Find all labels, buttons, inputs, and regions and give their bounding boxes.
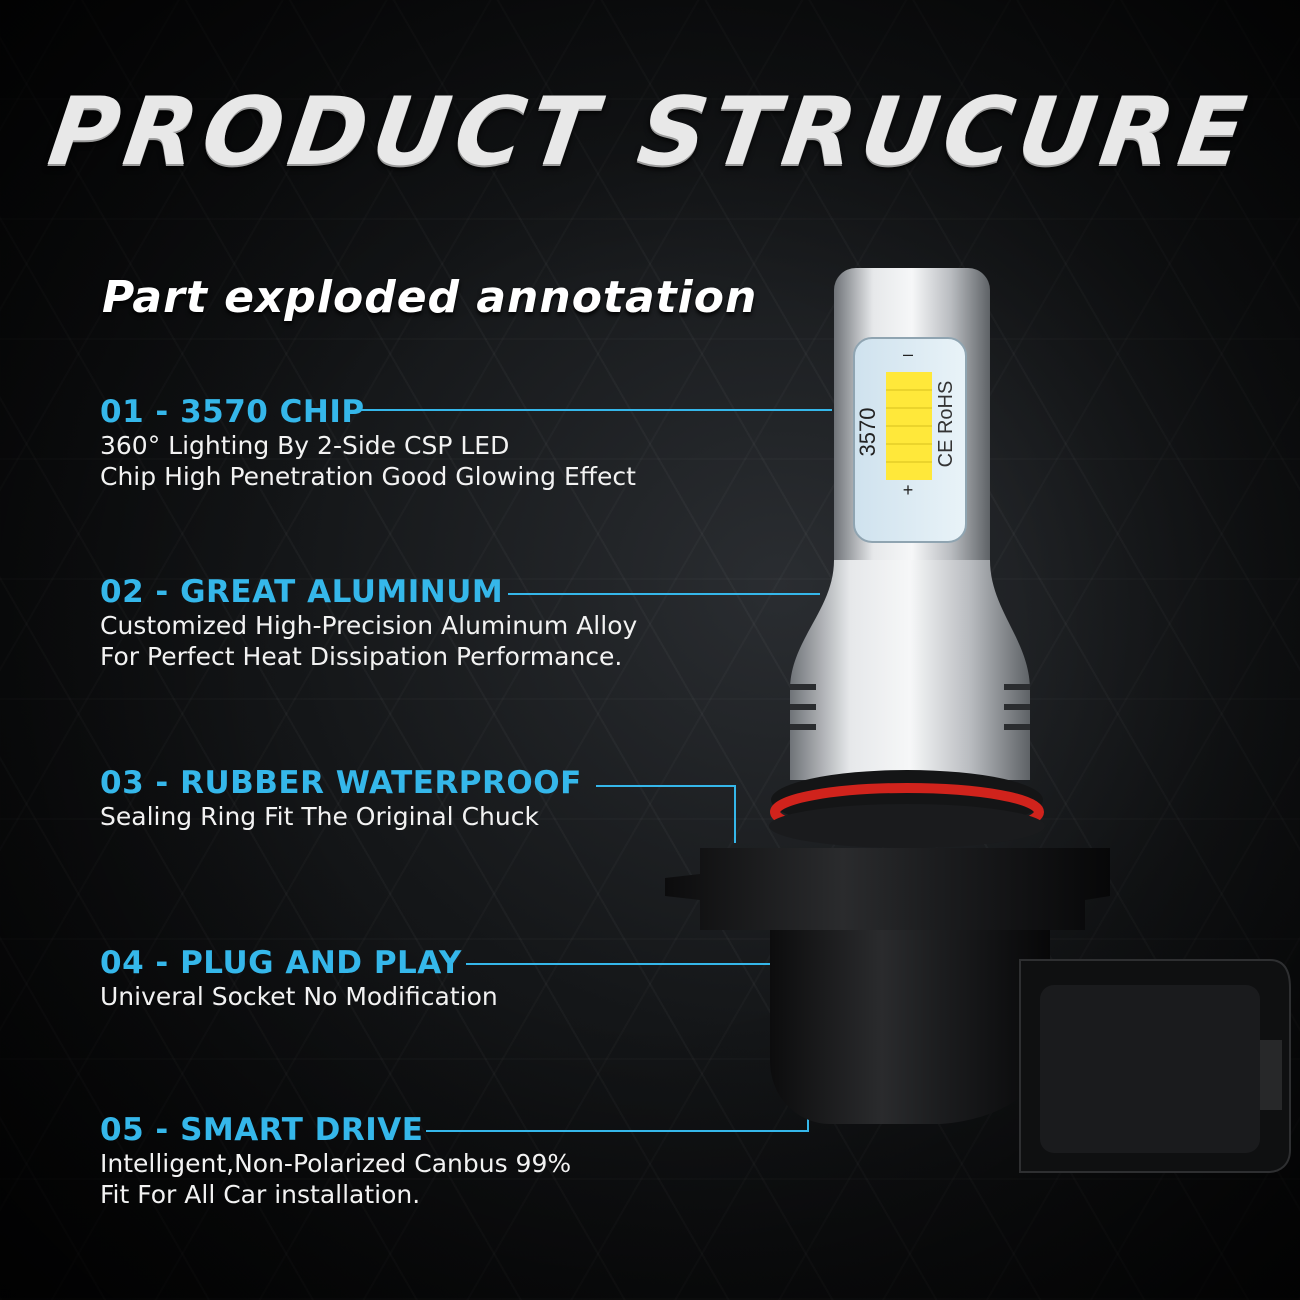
chip-plus-label: + (903, 480, 914, 500)
feature-drive: 05 - SMART DRIVE Intelligent,Non-Polariz… (100, 1112, 571, 1210)
feature-text: Intelligent,Non-Polarized Canbus 99% (100, 1149, 572, 1178)
feature-chip: 01 - 3570 CHIP 360° Lighting By 2-Side C… (100, 394, 636, 492)
feature-text: Chip High Penetration Good Glowing Effec… (100, 462, 636, 491)
feature-text: 360° Lighting By 2-Side CSP LED (100, 431, 510, 460)
feature-heading: 03 - RUBBER WATERPROOF (100, 765, 582, 801)
plastic-socket (665, 848, 1291, 1173)
feature-text: Sealing Ring Fit The Original Chuck (100, 802, 539, 831)
rubber-seal (769, 770, 1045, 848)
aluminum-body (790, 268, 1030, 780)
feature-heading: 04 - PLUG AND PLAY (100, 945, 462, 981)
feature-text: For Perfect Heat Dissipation Performance… (100, 642, 623, 671)
page-subtitle: Part exploded annotation (102, 272, 758, 323)
feature-heading: 01 - 3570 CHIP (100, 394, 365, 430)
feature-text: Fit For All Car installation. (100, 1180, 421, 1209)
feature-heading: 02 - GREAT ALUMINUM (100, 574, 504, 610)
leader-line-rubber (596, 785, 736, 843)
feature-text: Univeral Socket No Modification (100, 982, 498, 1011)
feature-aluminum: 02 - GREAT ALUMINUM Customized High-Prec… (100, 574, 637, 672)
feature-heading: 05 - SMART DRIVE (100, 1112, 424, 1148)
chip-cert-label: CE RoHS (935, 381, 957, 468)
page-title: PRODUCT STRUCURE (42, 78, 1258, 187)
chip-minus-label: – (903, 344, 913, 364)
feature-rubber: 03 - RUBBER WATERPROOF Sealing Ring Fit … (100, 765, 582, 832)
feature-text: Customized High-Precision Aluminum Alloy (100, 611, 638, 640)
feature-plug: 04 - PLUG AND PLAY Univeral Socket No Mo… (100, 945, 498, 1012)
chip-model-label: 3570 (855, 408, 880, 457)
